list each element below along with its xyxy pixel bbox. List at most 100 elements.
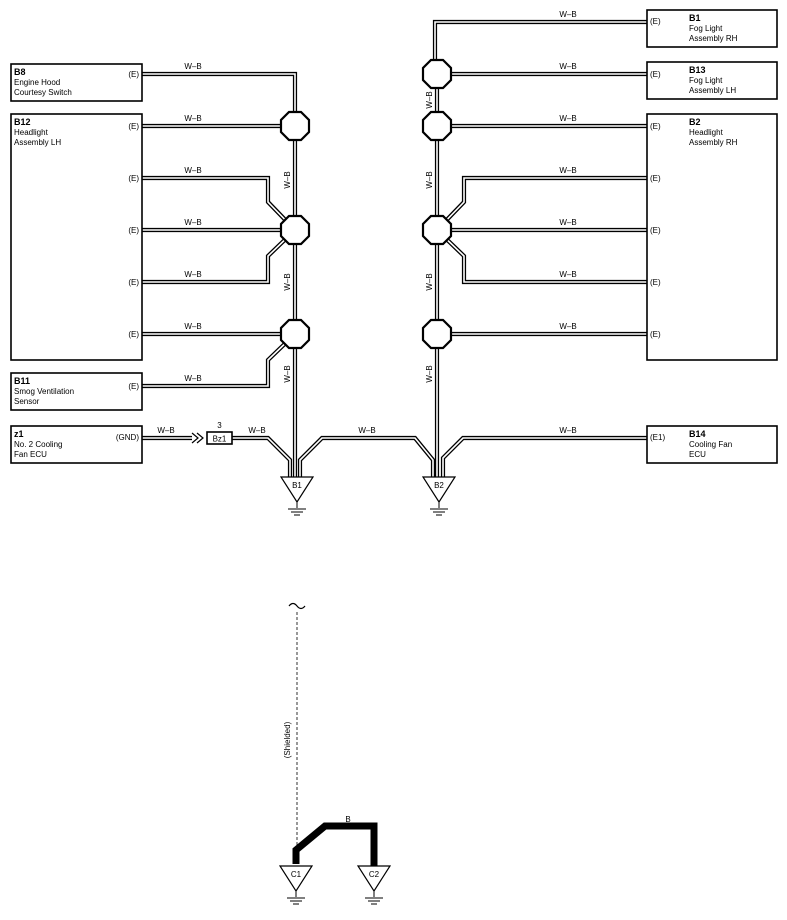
code-b13: B13 [689, 65, 706, 75]
name-b1-1: Fog Light [689, 24, 723, 33]
wire-label-7: W–B [184, 374, 201, 383]
wire-label-vertical-2: W–B [283, 273, 292, 290]
pin-b1: (E) [650, 17, 661, 26]
wire-label-vertical-5: W–B [425, 171, 434, 188]
wire-b14 [440, 435, 647, 478]
pin-b2-1: (E) [650, 122, 661, 131]
name-b13-1: Fog Light [689, 76, 723, 85]
wire-label-13: W–B [559, 114, 576, 123]
wire-layer [142, 19, 647, 478]
name-b1-2: Assembly RH [689, 34, 738, 43]
wire-b12-2 [142, 175, 297, 232]
wire-label-vertical-6: W–B [425, 273, 434, 290]
svg-text:C1: C1 [291, 870, 302, 879]
pin-b14: (E1) [650, 433, 665, 442]
pin-b12-5: (E) [128, 330, 139, 339]
wire-b8 [142, 71, 298, 126]
ground-icon-b2: B2 [421, 476, 457, 516]
wire-b1 [432, 19, 647, 74]
name-b13-2: Assembly LH [689, 86, 736, 95]
wire-label-8: W–B [157, 426, 174, 435]
code-b14: B14 [689, 429, 706, 439]
wire-label-4: W–B [184, 218, 201, 227]
pin-b12-2: (E) [128, 174, 139, 183]
svg-text:C2: C2 [369, 870, 380, 879]
junction-layer [279, 58, 453, 350]
ground-layer: B1 B2 C1 C2 [278, 476, 457, 905]
pin-z1: (GND) [116, 433, 139, 442]
wire-label-15: W–B [559, 218, 576, 227]
wire-label-12: W–B [559, 62, 576, 71]
pin-b2-4: (E) [650, 278, 661, 287]
junction-left-2 [279, 214, 311, 246]
wire-b12-4 [142, 228, 297, 285]
pin-b12-3: (E) [128, 226, 139, 235]
name-b12-2: Assembly LH [14, 138, 61, 147]
ground-icon-c2: C2 [356, 865, 392, 905]
pin-b12-4: (E) [128, 278, 139, 287]
wire-label-9: W–B [248, 426, 265, 435]
code-z1: z1 [14, 429, 24, 439]
svg-text:Bz1: Bz1 [213, 435, 227, 444]
thick-wire-b [292, 822, 378, 866]
junction-right-4 [421, 318, 453, 350]
box-b2 [646, 113, 778, 361]
wire-label-3: W–B [184, 166, 201, 175]
name-b8-1: Engine Hood [14, 78, 60, 87]
name-b2-2: Assembly RH [689, 138, 738, 147]
junction-left-1 [279, 110, 311, 142]
component-layer: B8 Engine Hood Courtesy Switch (E) B12 H… [10, 9, 778, 464]
pin-b13: (E) [650, 70, 661, 79]
wire-label-16: W–B [559, 270, 576, 279]
box-b1 [646, 9, 778, 48]
name-b12-1: Headlight [14, 128, 49, 137]
junction-right-2 [421, 110, 453, 142]
box-b14 [646, 425, 778, 464]
name-z1-1: No. 2 Cooling [14, 440, 62, 449]
wire-b2-4 [435, 228, 647, 285]
pin-b8: (E) [128, 70, 139, 79]
code-b1: B1 [689, 13, 701, 23]
svg-text:3: 3 [217, 421, 222, 430]
box-b8 [10, 63, 143, 102]
pin-b2-5: (E) [650, 330, 661, 339]
name-b2-1: Headlight [689, 128, 724, 137]
wire-label-18: W–B [559, 426, 576, 435]
wire-label-1: W–B [184, 62, 201, 71]
wire-label-vertical-7: W–B [425, 365, 434, 382]
code-b12: B12 [14, 117, 31, 127]
name-b11-1: Smog Ventilation [14, 387, 74, 396]
shielded-label: (Shielded) [283, 721, 292, 758]
name-b11-2: Sensor [14, 397, 40, 406]
wire-label-layer: W–B W–B W–B W–B W–B W–B W–B W–B W–B W–B W–B W–B W–B W… [157, 10, 576, 435]
pin-b12-1: (E) [128, 122, 139, 131]
wire-label-11: W–B [559, 10, 576, 19]
svg-text:B1: B1 [292, 481, 302, 490]
name-b8-2: Courtesy Switch [14, 88, 72, 97]
pin-b2-2: (E) [650, 174, 661, 183]
box-b12 [10, 113, 143, 361]
wire-label-10: W–B [358, 426, 375, 435]
pin-b11: (E) [128, 382, 139, 391]
junction-right-3 [421, 214, 453, 246]
wire-label-17: W–B [559, 322, 576, 331]
wire-label-vertical-1: W–B [283, 171, 292, 188]
junction-right-1 [421, 58, 453, 90]
wire-label-5: W–B [184, 270, 201, 279]
box-z1 [10, 425, 143, 464]
name-z1-2: Fan ECU [14, 450, 47, 459]
wire-label-6: W–B [184, 322, 201, 331]
name-b14-2: ECU [689, 450, 706, 459]
wire-label-vertical-4: W–B [425, 91, 434, 108]
code-b11: B11 [14, 376, 30, 386]
ground-icon-c1: C1 [278, 865, 314, 905]
connector-bz1: Bz1 3 [191, 421, 233, 445]
junction-left-3 [279, 318, 311, 350]
connector-arrow-icon [191, 432, 204, 444]
wire-label-vertical-3: W–B [283, 365, 292, 382]
wire-bz1 [232, 435, 293, 478]
wire-b1-b2 [297, 435, 436, 478]
wire-label-2: W–B [184, 114, 201, 123]
code-b8: B8 [14, 67, 26, 77]
